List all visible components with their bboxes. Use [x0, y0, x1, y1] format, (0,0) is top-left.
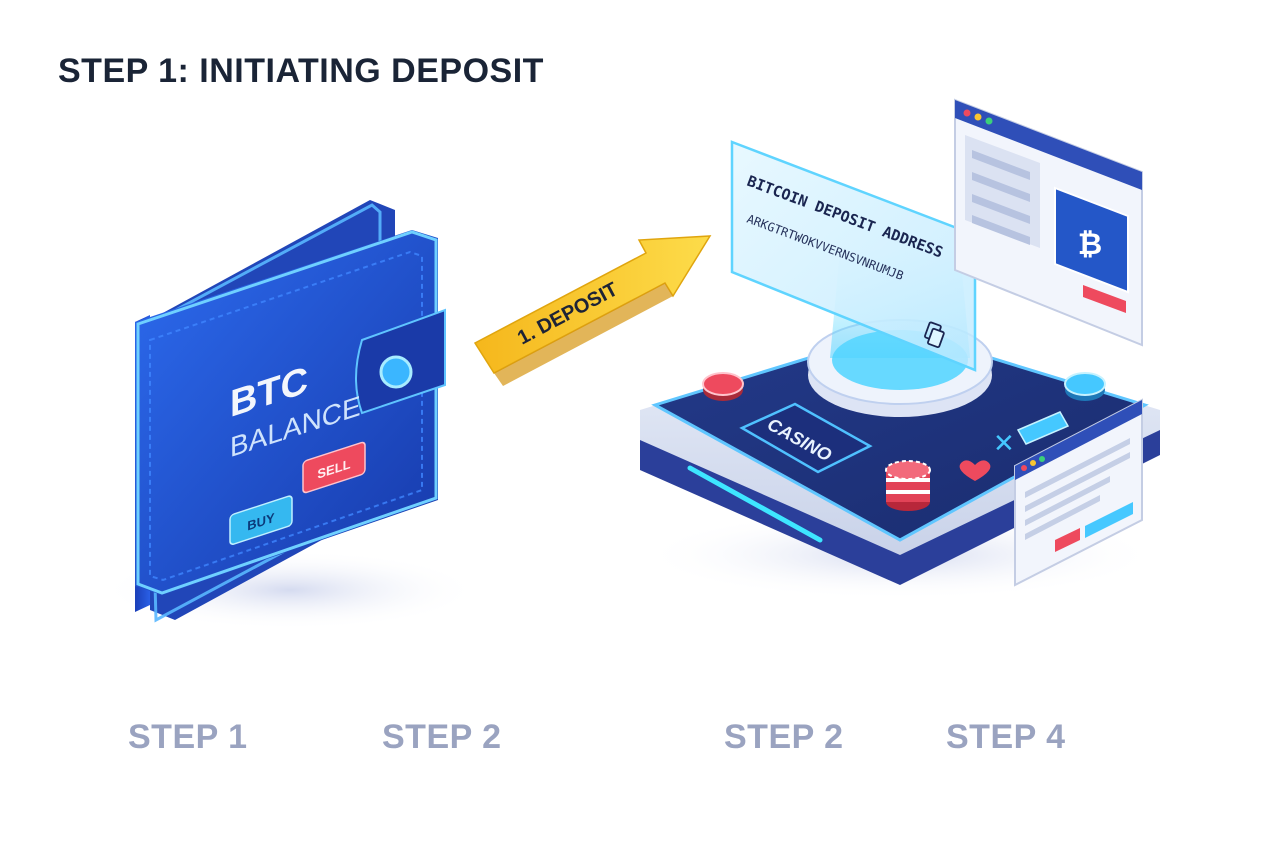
step-label-4: STEP 4 — [946, 718, 1066, 756]
form-window — [1014, 398, 1143, 587]
form-submit-button[interactable] — [1085, 502, 1133, 538]
bitcoin-browser-window: ₿ — [954, 98, 1143, 347]
buy-button[interactable]: BUY — [229, 495, 293, 545]
poker-chips-icon — [885, 460, 931, 511]
form-cancel-button[interactable] — [1055, 528, 1080, 552]
step-label-2: STEP 2 — [382, 718, 502, 756]
svg-text:₿: ₿ — [1078, 228, 1102, 261]
copy-icon[interactable] — [923, 321, 946, 349]
heart-icon — [959, 460, 991, 481]
bitcoin-icon: ₿ — [1054, 186, 1129, 294]
x-icon: ✕ — [993, 428, 1015, 458]
step-label-3: STEP 2 — [724, 718, 844, 756]
step-label-1: STEP 1 — [128, 718, 248, 756]
platform-red-button[interactable] — [702, 372, 744, 401]
casino-platform: CASINO ✕ — [640, 250, 1160, 600]
btc-wallet: BTC BALANCE BUY SELL — [100, 200, 480, 630]
wallet-clasp-button — [379, 355, 413, 389]
browser-red-button[interactable] — [1083, 285, 1126, 313]
deposit-arrow: 1. DEPOSIT — [473, 235, 712, 386]
page-title: STEP 1: INITIATING DEPOSIT — [58, 52, 544, 90]
sell-button[interactable]: SELL — [302, 441, 366, 494]
platform-toggle[interactable] — [1016, 411, 1070, 445]
bitcoin-deposit-card: BITCOIN DEPOSIT ADDRESS ARKGTRTWOKVVERNS… — [730, 140, 977, 372]
platform-blue-button[interactable] — [1064, 372, 1106, 401]
